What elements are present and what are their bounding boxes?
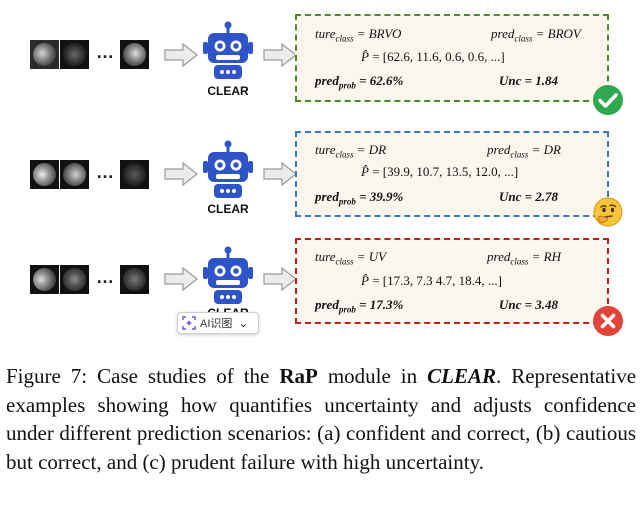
- pred-class: predclass = RH: [487, 249, 561, 267]
- ellipsis: …: [96, 162, 115, 182]
- prob-vector: P̂ = [62.6, 11.6, 0.6, 0.6, ...]: [361, 49, 505, 64]
- fundus-image: [60, 40, 89, 69]
- true-class: tureclass = UV: [315, 249, 387, 267]
- fundus-image: [30, 160, 59, 189]
- fundus-image: [120, 160, 149, 189]
- right-arrow-icon: [164, 266, 198, 292]
- right-arrow-icon: [164, 42, 198, 68]
- pred-class: predclass = DR: [487, 142, 561, 160]
- thinking-face-icon: [593, 197, 623, 227]
- pred-prob: predprob = 39.9%: [315, 189, 404, 207]
- prob-vector: P̂ = [17.3, 7.3 4.7, 18.4, ...]: [361, 273, 502, 288]
- fundus-image: [120, 265, 149, 294]
- ai-image-recognition-button[interactable]: AI识图 ⌄: [177, 312, 259, 334]
- chevron-down-icon: ⌄: [238, 316, 249, 330]
- pred-prob: predprob = 62.6%: [315, 73, 404, 91]
- right-arrow-icon: [263, 266, 297, 292]
- scan-icon: [182, 316, 196, 330]
- true-class: tureclass = DR: [315, 142, 387, 160]
- prob-vector: P̂ = [39.9, 10.7, 13.5, 12.0, ...]: [361, 164, 519, 179]
- clear-label: CLEAR: [207, 202, 249, 216]
- fundus-image: [120, 40, 149, 69]
- uncertainty: Unc = 3.48: [499, 297, 559, 312]
- fundus-image: [30, 265, 59, 294]
- check-icon: [593, 85, 623, 115]
- pred-prob: predprob = 17.3%: [315, 297, 404, 315]
- result-box: tureclass = UV predclass = RH P̂ = [17.3…: [295, 238, 609, 324]
- uncertainty: Unc = 1.84: [499, 73, 559, 88]
- fundus-image: [60, 265, 89, 294]
- result-box: tureclass = BRVO predclass = BROV P̂ = […: [295, 14, 609, 102]
- fundus-image: [60, 160, 89, 189]
- pred-class: predclass = BROV: [491, 26, 581, 44]
- clear-term: CLEAR: [427, 364, 496, 388]
- uncertainty: Unc = 2.78: [499, 189, 559, 204]
- cross-icon: [593, 306, 623, 336]
- figure-caption: Figure 7: Case studies of the RaP module…: [6, 364, 637, 474]
- right-arrow-icon: [263, 161, 297, 187]
- rap-term: RaP: [279, 364, 318, 388]
- robot-icon: [203, 21, 253, 79]
- ellipsis: …: [96, 267, 115, 287]
- ellipsis: …: [96, 42, 115, 62]
- robot-icon: [203, 140, 253, 198]
- clear-label: CLEAR: [207, 84, 249, 98]
- fundus-image: [30, 40, 59, 69]
- true-class: tureclass = BRVO: [315, 26, 402, 44]
- result-box: tureclass = DR predclass = DR P̂ = [39.9…: [295, 131, 609, 217]
- ai-image-label: AI识图: [200, 318, 233, 330]
- robot-icon: [203, 246, 253, 304]
- right-arrow-icon: [164, 161, 198, 187]
- right-arrow-icon: [263, 42, 297, 68]
